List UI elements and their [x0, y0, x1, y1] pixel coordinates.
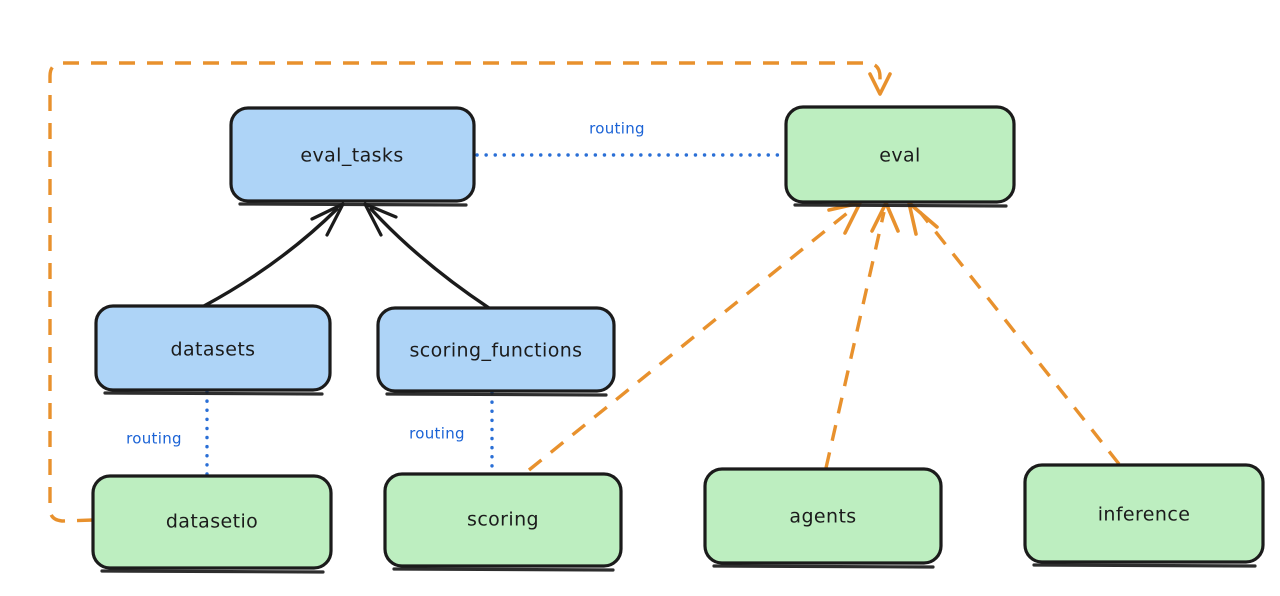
node-inference-label: inference [1098, 504, 1191, 526]
solid-edges [202, 202, 491, 310]
node-agents[interactable]: agents [703, 467, 943, 569]
node-datasets[interactable]: datasets [94, 304, 332, 396]
node-scoring-label: scoring [467, 509, 539, 531]
node-agents-label: agents [789, 506, 856, 528]
node-datasets-label: datasets [171, 339, 256, 361]
node-eval-tasks-label: eval_tasks [300, 145, 403, 167]
node-eval-label: eval [879, 145, 920, 167]
edge-agents-to-eval [824, 201, 900, 469]
node-datasetio[interactable]: datasetio [91, 474, 333, 574]
edge-scoring-functions-to-eval-tasks [363, 202, 491, 310]
node-inference[interactable]: inference [1023, 463, 1265, 568]
node-scoring[interactable]: scoring [383, 472, 623, 572]
edge-label-routing-eval: routing [589, 120, 645, 138]
nodes: eval_tasks eval datasets scoring_functio… [91, 105, 1265, 574]
node-scoring-functions[interactable]: scoring_functions [376, 306, 616, 397]
routing-edges [205, 153, 786, 476]
node-eval[interactable]: eval [784, 105, 1016, 208]
node-eval-tasks[interactable]: eval_tasks [229, 106, 476, 207]
node-datasetio-label: datasetio [166, 511, 258, 533]
edge-label-routing-datasets: routing [126, 430, 182, 448]
edge-labels: routing routing routing [126, 120, 645, 448]
edge-datasetio-to-eval [48, 61, 892, 523]
edge-label-routing-scoring: routing [409, 425, 465, 443]
edge-inference-to-eval [907, 201, 1121, 466]
node-scoring-functions-label: scoring_functions [410, 340, 583, 362]
edge-datasets-to-eval-tasks [202, 202, 345, 308]
